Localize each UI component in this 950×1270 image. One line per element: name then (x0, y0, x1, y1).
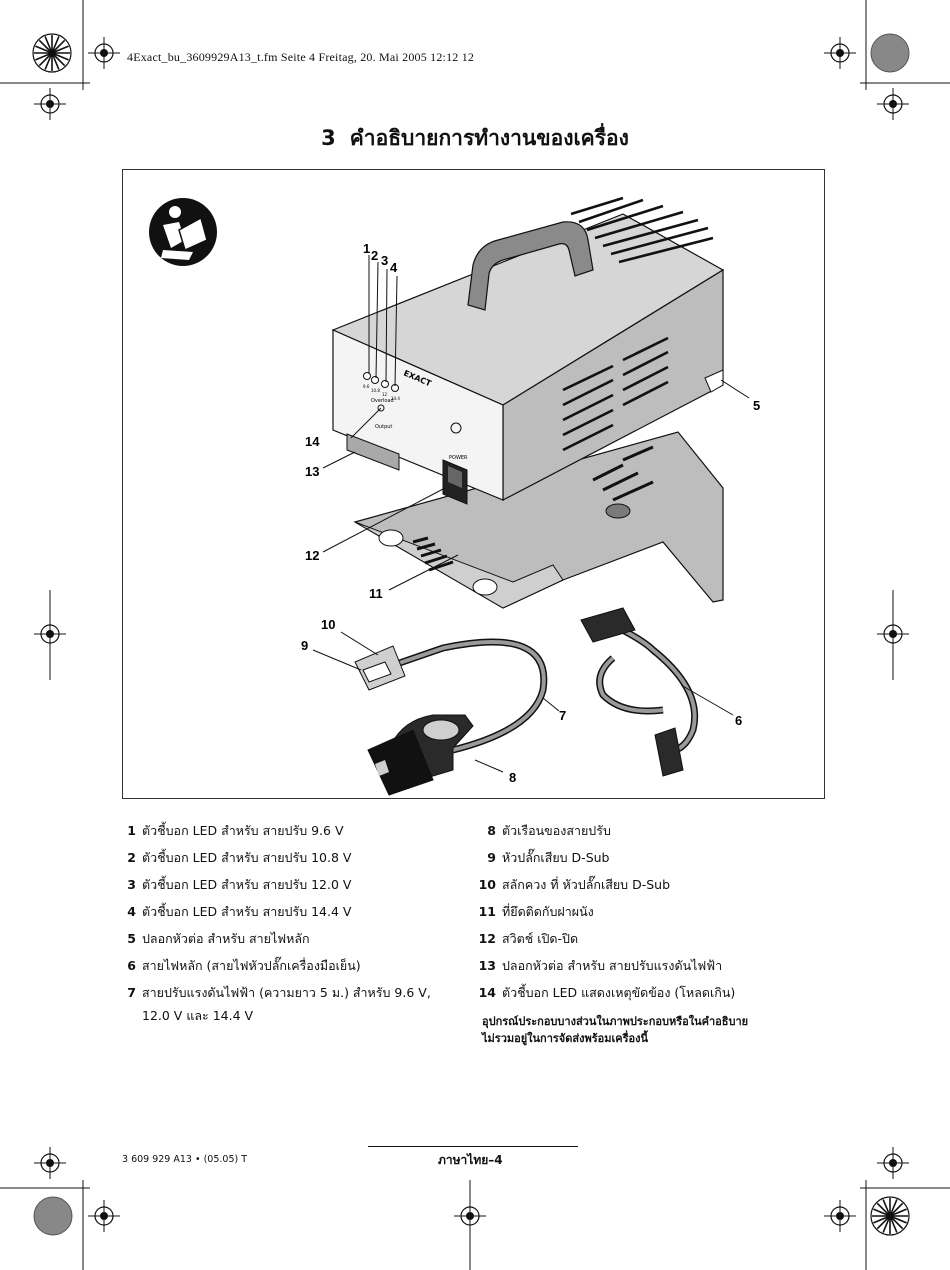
legend-number: 3 (127, 877, 136, 892)
legend-number: 4 (127, 904, 136, 919)
gray-dot-mark-top-right (870, 33, 910, 73)
print-header: 4Exact_bu_3609929A13_t.fm Seite 4 Freita… (127, 50, 475, 64)
legend-item: 8 ตัวเรือนของสายปรับ (478, 822, 611, 840)
note-line-1: อุปกรณ์ประกอบบางส่วนในภาพประกอบหรือในคำอ… (482, 1015, 749, 1028)
legend-item: 7 สายปรับแรงดันไฟฟ้า (ความยาว 5 ม.) สำหรั… (118, 984, 431, 1002)
crosshair-mark (823, 36, 857, 70)
legend-item: 9 หัวปลั๊กเสียบ D-Sub (478, 849, 609, 867)
starburst-mark-top-left (32, 33, 72, 73)
crosshair-mark (33, 1146, 67, 1180)
legend-continuation: 12.0 V และ 14.4 V (142, 1008, 254, 1023)
legend-item: 13 ปลอกหัวต่อ สำหรับ สายปรับแรงดันไฟฟ้า (478, 957, 723, 975)
legend-text: ตัวชี้บอก LED สำหรับ สายปรับ 12.0 V (142, 877, 352, 892)
device-led-label-4: 14.4 (391, 396, 400, 401)
legend-text: ตัวชี้บอก LED สำหรับ สายปรับ 9.6 V (142, 823, 344, 838)
legend-text: ที่ยึดติดกับฝาผนัง (502, 904, 594, 919)
legend-number: 11 (478, 904, 496, 919)
callout-4: 4 (390, 260, 398, 275)
legend-text: สลักควง ที่ หัวปลั๊กเสียบ D-Sub (502, 877, 671, 892)
callout-5: 5 (753, 398, 760, 413)
legend-item: 4 ตัวชี้บอก LED สำหรับ สายปรับ 14.4 V (118, 903, 351, 921)
callout-14: 14 (305, 434, 320, 449)
device-output-label: Output (375, 424, 392, 430)
legend-number: 9 (487, 850, 496, 865)
legend-text: ตัวชี้บอก LED สำหรับ สายปรับ 10.8 V (142, 850, 352, 865)
read-manual-icon (149, 198, 217, 266)
note-line-2: ไม่รวมอยู่ในการจัดส่งพร้อมเครื่องนี้ (482, 1032, 649, 1045)
legend-number: 2 (127, 850, 136, 865)
legend-number: 8 (487, 823, 496, 838)
device-led-label-3: 12 (382, 392, 388, 397)
legend-item: 14 ตัวชี้บอก LED แสดงเหตุขัดข้อง (โหลดเกิ… (478, 984, 736, 1002)
legend-item: 3 ตัวชี้บอก LED สำหรับ สายปรับ 12.0 V (118, 876, 351, 894)
d-sub-cable (354, 638, 548, 754)
callout-3: 3 (381, 253, 388, 268)
gray-dot-mark-bottom-left (33, 1196, 73, 1236)
callout-10: 10 (321, 617, 335, 632)
section-number: 3 (321, 126, 336, 150)
legend-number: 5 (127, 931, 136, 946)
section-title: 3 คำอธิบายการทำงานของเครื่อง (0, 122, 950, 155)
footer-doc-code: 3 609 929 A13 • (05.05) T (122, 1154, 248, 1165)
callout-leaders (312, 255, 750, 773)
legend-text: หัวปลั๊กเสียบ D-Sub (502, 850, 610, 865)
callout-11: 11 (369, 586, 383, 601)
legend-text: สายไฟหลัก (สายไฟหัวปลั๊กเครื่องมือเย็น) (142, 958, 361, 973)
accessory-note: อุปกรณ์ประกอบบางส่วนในภาพประกอบหรือในคำอ… (482, 1013, 782, 1047)
callout-2: 2 (371, 248, 378, 263)
crosshair-mark (87, 1199, 121, 1233)
crosshair-mark (33, 87, 67, 121)
callout-9: 9 (301, 638, 308, 653)
crosshair-mark (823, 1199, 857, 1233)
footer-rule (368, 1146, 578, 1147)
legend-number: 10 (478, 877, 496, 892)
battery-adapter-housing (367, 714, 474, 796)
legend-text: สายปรับแรงดันไฟฟ้า (ความยาว 5 ม.) สำหรับ… (142, 985, 431, 1000)
legend-item: 5 ปลอกหัวต่อ สำหรับ สายไฟหลัก (118, 930, 310, 948)
callout-13: 13 (305, 464, 319, 479)
legend-item: 1 ตัวชี้บอก LED สำหรับ สายปรับ 9.6 V (118, 822, 344, 840)
callout-8: 8 (509, 770, 516, 785)
legend-item: 10 สลักควง ที่ หัวปลั๊กเสียบ D-Sub (478, 876, 670, 894)
legend-text: ตัวชี้บอก LED สำหรับ สายปรับ 14.4 V (142, 904, 352, 919)
wall-bracket (353, 431, 724, 609)
legend-item: 2 ตัวชี้บอก LED สำหรับ สายปรับ 10.8 V (118, 849, 351, 867)
callout-7: 7 (559, 708, 566, 723)
callout-12: 12 (305, 548, 319, 563)
legend-number: 13 (478, 958, 496, 973)
legend-item: 12 สวิตช์ เปิด-ปิด (478, 930, 579, 948)
device-illustration: 1 2 3 4 5 6 7 8 9 10 11 12 13 14 EXACT O… (149, 196, 760, 796)
legend-number: 1 (127, 823, 136, 838)
section-title-text: คำอธิบายการทำงานของเครื่อง (349, 126, 629, 150)
callout-1: 1 (363, 241, 370, 256)
callout-6: 6 (735, 713, 742, 728)
legend-text: สวิตช์ เปิด-ปิด (502, 931, 579, 946)
legend-text: ตัวชี้บอก LED แสดงเหตุขัดข้อง (โหลดเกิน) (502, 985, 736, 1000)
mains-cable (580, 607, 699, 777)
legend-text: ปลอกหัวต่อ สำหรับ สายปรับแรงดันไฟฟ้า (502, 958, 723, 973)
legend-number: 12 (478, 931, 496, 946)
device-overload-label: Overload (371, 398, 394, 404)
legend-number: 6 (127, 958, 136, 973)
legend-text: ปลอกหัวต่อ สำหรับ สายไฟหลัก (142, 931, 310, 946)
crosshair-mark (87, 36, 121, 70)
device-power-label: POWER (449, 455, 468, 461)
legend-number: 7 (127, 985, 136, 1000)
legend-text: ตัวเรือนของสายปรับ (502, 823, 611, 838)
crosshair-mark (876, 87, 910, 121)
charger-unit (331, 196, 725, 505)
device-led-label-2: 10.8 (371, 388, 380, 393)
device-led-label-1: 9.6 (363, 384, 370, 389)
figure-box: 1 2 3 4 5 6 7 8 9 10 11 12 13 14 EXACT O… (122, 169, 825, 799)
legend-number: 14 (478, 985, 496, 1000)
crosshair-mark (876, 1146, 910, 1180)
footer-page-label: ภาษาไทย–4 (438, 1153, 503, 1167)
legend-item: 6 สายไฟหลัก (สายไฟหัวปลั๊กเครื่องมือเย็น) (118, 957, 361, 975)
legend-item: 11 ที่ยึดติดกับฝาผนัง (478, 903, 594, 921)
starburst-mark-bottom-right (870, 1196, 910, 1236)
